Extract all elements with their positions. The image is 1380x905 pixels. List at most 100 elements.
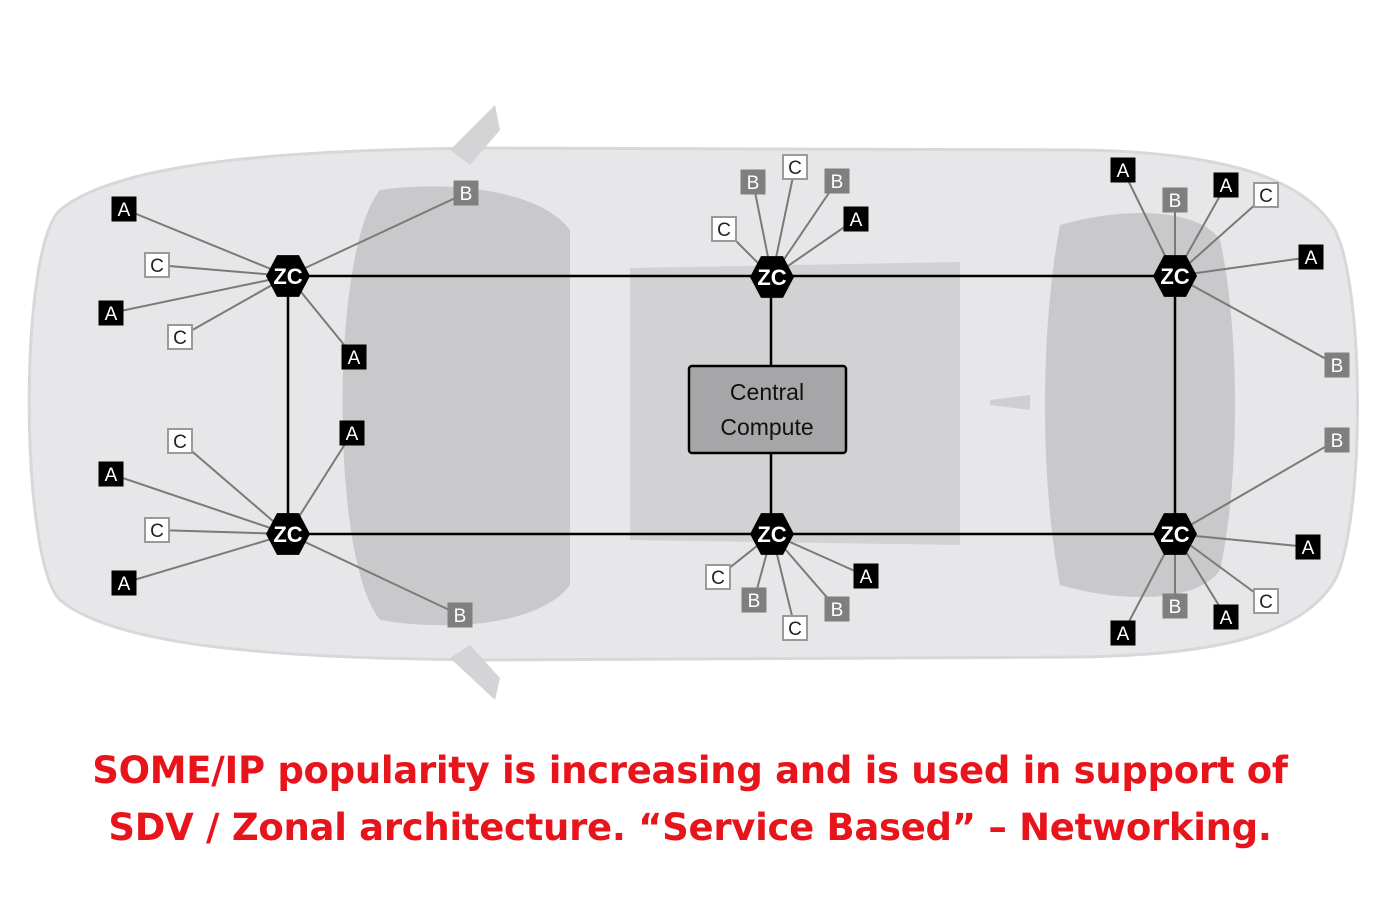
device-label: C <box>1259 186 1273 207</box>
device-box <box>167 324 193 350</box>
device-label: A <box>1220 176 1233 197</box>
device-box <box>167 428 193 454</box>
device-box <box>1295 534 1321 560</box>
device-node-c: C <box>705 564 731 590</box>
device-box <box>705 564 731 590</box>
device-node-c: C <box>711 216 737 242</box>
device-link <box>110 473 289 535</box>
central-compute: Central Compute <box>687 364 848 455</box>
hexagon-icon <box>1153 513 1197 555</box>
device-node-c: C <box>144 517 170 543</box>
device-label: C <box>150 256 164 277</box>
device-node-a: A <box>98 461 124 487</box>
device-node-a: A <box>1298 244 1324 270</box>
device-label: C <box>173 432 187 453</box>
device-label: B <box>747 173 760 194</box>
device-label: A <box>1220 608 1233 629</box>
device-node-a: A <box>1295 534 1321 560</box>
device-link <box>179 275 289 338</box>
zc-label: ZC <box>757 265 786 290</box>
zone-controller-rear-left: ZC <box>266 513 310 555</box>
device-label: C <box>788 619 802 640</box>
device-link <box>110 275 289 314</box>
hexagon-icon <box>266 255 310 297</box>
device-box <box>453 180 479 206</box>
device-box <box>740 169 766 195</box>
device-node-c: C <box>782 615 808 641</box>
zone-controller-front-right: ZC <box>1153 255 1197 297</box>
zone-controller-front-left: ZC <box>266 255 310 297</box>
device-label: C <box>150 521 164 542</box>
device-link <box>1174 533 1309 548</box>
device-label: A <box>1117 624 1130 645</box>
device-node-b: B <box>1162 187 1188 213</box>
device-link <box>1174 256 1312 277</box>
device-label: A <box>1305 248 1318 269</box>
device-node-a: A <box>98 300 124 326</box>
device-box <box>1324 427 1350 453</box>
device-label: B <box>1169 597 1182 618</box>
device-node-a: A <box>1213 172 1239 198</box>
device-node-b: B <box>447 602 473 628</box>
zc-label: ZC <box>1160 522 1189 547</box>
device-label: A <box>105 304 118 325</box>
device-box <box>339 420 365 446</box>
device-box <box>843 206 869 232</box>
device-box <box>111 570 137 596</box>
device-box <box>111 196 137 222</box>
zc-label: ZC <box>1160 264 1189 289</box>
device-box <box>824 168 850 194</box>
device-link <box>156 264 289 277</box>
device-label: A <box>348 348 361 369</box>
device-node-a: A <box>111 570 137 596</box>
device-link <box>287 533 461 616</box>
device-box <box>824 596 850 622</box>
device-node-b: B <box>741 587 767 613</box>
zone-controller-rear-middle: ZC <box>750 513 794 555</box>
device-box <box>1298 244 1324 270</box>
device-box <box>1110 620 1136 646</box>
zone-controller-rear-right: ZC <box>1153 513 1197 555</box>
device-node-a: A <box>1110 157 1136 183</box>
device-node-b: B <box>453 180 479 206</box>
device-box <box>1162 593 1188 619</box>
device-label: B <box>1331 431 1344 452</box>
device-box <box>782 615 808 641</box>
zc-label: ZC <box>757 522 786 547</box>
device-node-a: A <box>341 344 367 370</box>
device-box <box>1162 187 1188 213</box>
zc-label: ZC <box>273 264 302 289</box>
hexagon-icon <box>750 256 794 298</box>
device-label: B <box>831 172 844 193</box>
device-box <box>144 252 170 278</box>
device-label: B <box>748 591 761 612</box>
device-box <box>1213 604 1239 630</box>
device-link <box>156 529 289 535</box>
device-label: A <box>850 210 863 231</box>
zc-label: ZC <box>273 522 302 547</box>
device-link <box>1174 275 1338 366</box>
device-node-b: B <box>1324 427 1350 453</box>
device-label: B <box>454 606 467 627</box>
device-link <box>1174 194 1267 277</box>
device-node-a: A <box>111 196 137 222</box>
hexagon-icon <box>1153 255 1197 297</box>
device-node-b: B <box>1162 593 1188 619</box>
device-link <box>1174 439 1338 535</box>
device-box <box>144 517 170 543</box>
device-node-c: C <box>1253 182 1279 208</box>
device-label: A <box>118 200 131 221</box>
device-box <box>1253 588 1279 614</box>
caption: SOME/IP popularity is increasing and is … <box>0 742 1380 856</box>
device-node-c: C <box>1253 588 1279 614</box>
device-node-a: A <box>1213 604 1239 630</box>
device-box <box>1213 172 1239 198</box>
device-label: B <box>831 600 844 621</box>
device-link <box>123 208 289 277</box>
device-label: A <box>1302 538 1315 559</box>
device-box <box>711 216 737 242</box>
device-box <box>98 300 124 326</box>
device-label: C <box>1259 592 1273 613</box>
